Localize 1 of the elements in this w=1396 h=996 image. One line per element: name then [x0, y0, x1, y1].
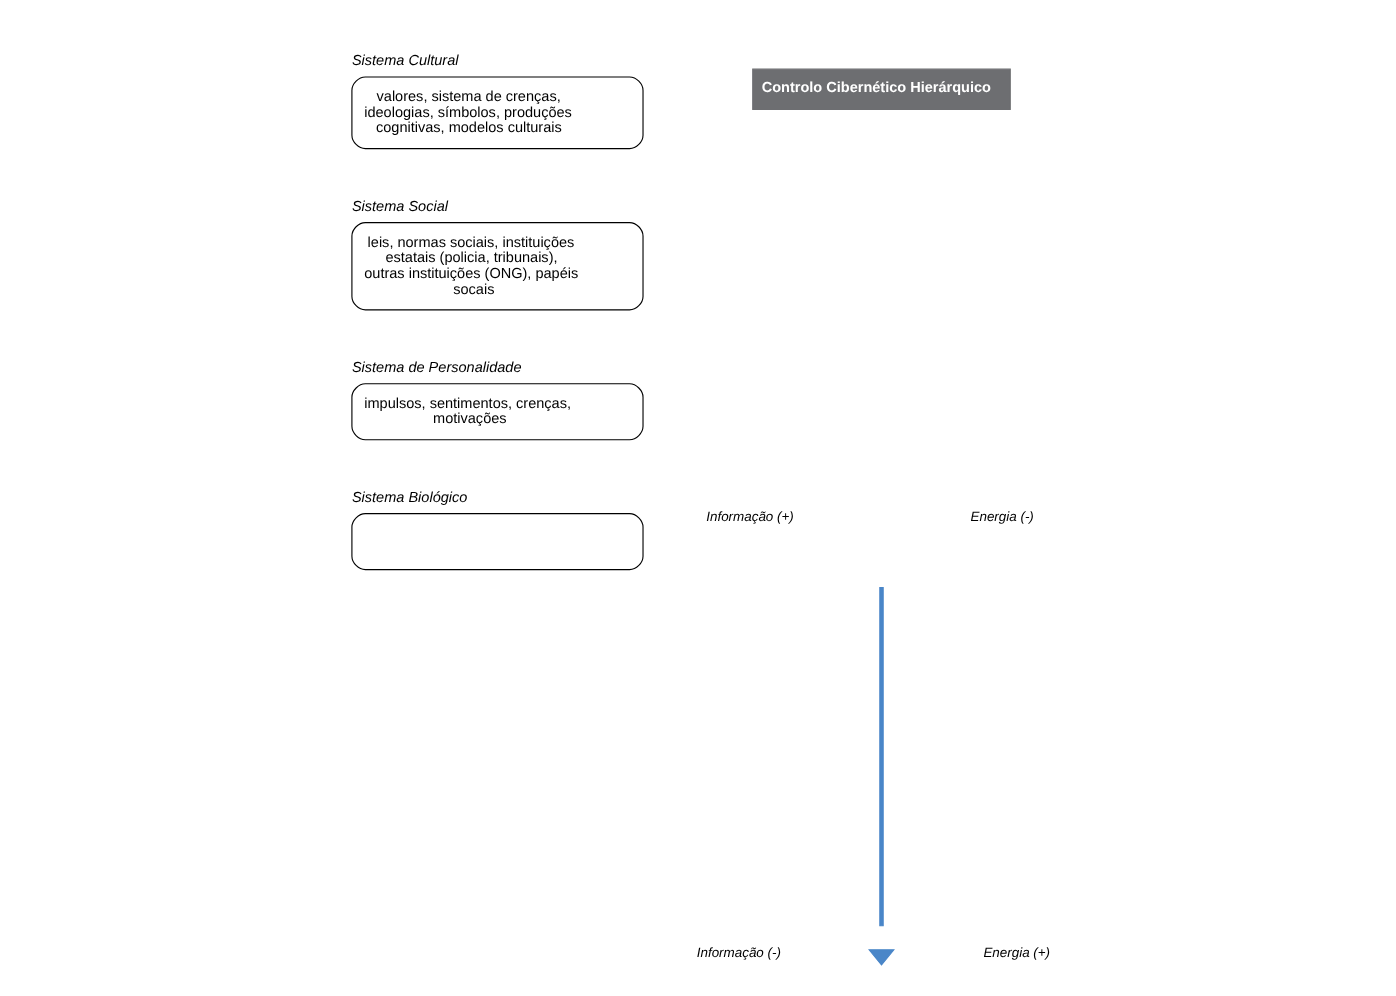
node-box — [350, 513, 643, 571]
